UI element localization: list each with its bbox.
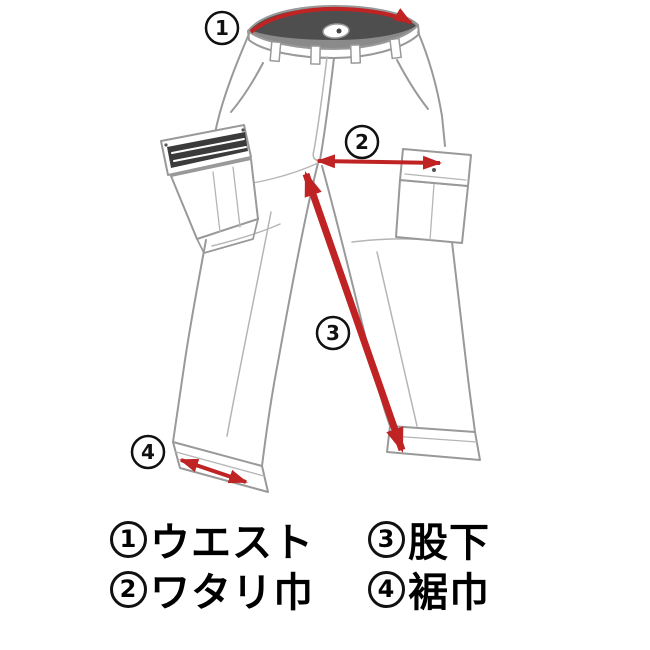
marker-circle-1: 1: [204, 10, 240, 46]
waist-back-tab: [322, 23, 350, 39]
right-leg: [321, 31, 481, 461]
right-slant-pocket: [396, 59, 429, 110]
left-cargo-pocket: [160, 124, 259, 254]
waist-arrow: [249, 6, 413, 34]
inseam-arrow: [302, 171, 406, 453]
marker-number-4: 4: [141, 440, 155, 464]
marker-circle-3: 3: [315, 315, 351, 351]
legend-label-thigh: ワタリ巾: [150, 570, 314, 616]
belt-loop: [310, 45, 321, 65]
circled-number-3: 3: [368, 520, 405, 558]
left-leg: [172, 33, 319, 493]
belt-loop: [349, 44, 362, 64]
belt-loop: [389, 37, 402, 60]
thigh-width-arrow: [316, 154, 442, 170]
legend-label-hem: 裾巾: [408, 570, 490, 616]
marker-number-1: 1: [215, 16, 229, 40]
measurement-markers: 1 2 3 4: [130, 10, 380, 470]
marker-circle-4: 4: [130, 434, 166, 470]
circled-number-2: 2: [110, 570, 147, 608]
fly-seam: [312, 56, 335, 161]
marker-number-3: 3: [326, 321, 340, 345]
hem-width-arrow: [179, 458, 248, 484]
circled-number-1: 1: [110, 520, 147, 558]
marker-circle-2: 2: [344, 124, 380, 160]
left-hem: [172, 441, 269, 493]
measurement-arrows: [179, 6, 442, 484]
belt-loop: [269, 40, 282, 63]
circled-number-4: 4: [368, 570, 405, 608]
waist-opening: [247, 5, 419, 50]
pants-drawing: [160, 5, 481, 493]
marker-number-2: 2: [355, 130, 369, 154]
legend-label-inseam: 股下: [408, 520, 490, 566]
waist-button-dot: [336, 28, 342, 34]
legend-label-waist: ウエスト: [150, 520, 314, 566]
right-pocket-flap: [399, 148, 472, 187]
left-slant-pocket: [230, 62, 264, 113]
